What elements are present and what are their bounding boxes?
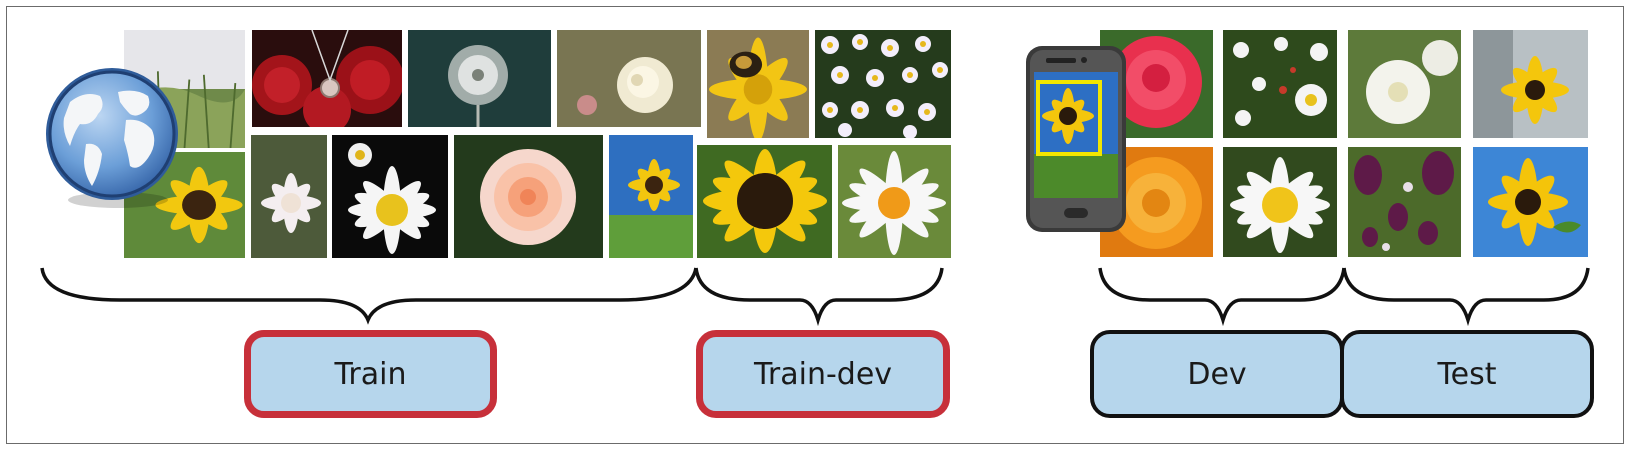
photo-peach-rose xyxy=(454,135,603,258)
dev-label: Dev xyxy=(1090,330,1344,418)
photo-dandelion xyxy=(408,30,551,127)
photo-white-roses xyxy=(1348,30,1461,138)
photo-daisy-dark xyxy=(1223,147,1337,257)
photo-white-rose xyxy=(557,30,701,127)
photo-daisy-cluster xyxy=(815,30,951,138)
diagram-frame xyxy=(6,6,1624,444)
photo-white-aster xyxy=(251,135,327,258)
test-label: Test xyxy=(1340,330,1594,418)
photo-white-daisy-large xyxy=(838,145,951,258)
globe-icon xyxy=(40,62,190,212)
photo-sunflower-blue-sky xyxy=(1473,147,1588,257)
photo-sunflower-sky xyxy=(609,135,693,258)
smartphone-icon xyxy=(1024,44,1128,234)
dev-brace xyxy=(1098,267,1346,327)
train-dev-label: Train-dev xyxy=(696,330,950,418)
test-brace xyxy=(1342,267,1590,327)
photo-red-roses xyxy=(252,30,402,127)
photo-bee-on-flower xyxy=(707,30,809,138)
photo-garden-daisies xyxy=(1223,30,1337,138)
photo-white-daisy xyxy=(332,135,448,258)
train-label: Train xyxy=(244,330,497,418)
train-brace xyxy=(40,267,698,325)
photo-sunflower-closeup xyxy=(697,145,832,258)
train-dev-brace xyxy=(694,267,944,327)
photo-sunflower-window xyxy=(1473,30,1588,138)
photo-purple-tulips xyxy=(1348,147,1461,257)
